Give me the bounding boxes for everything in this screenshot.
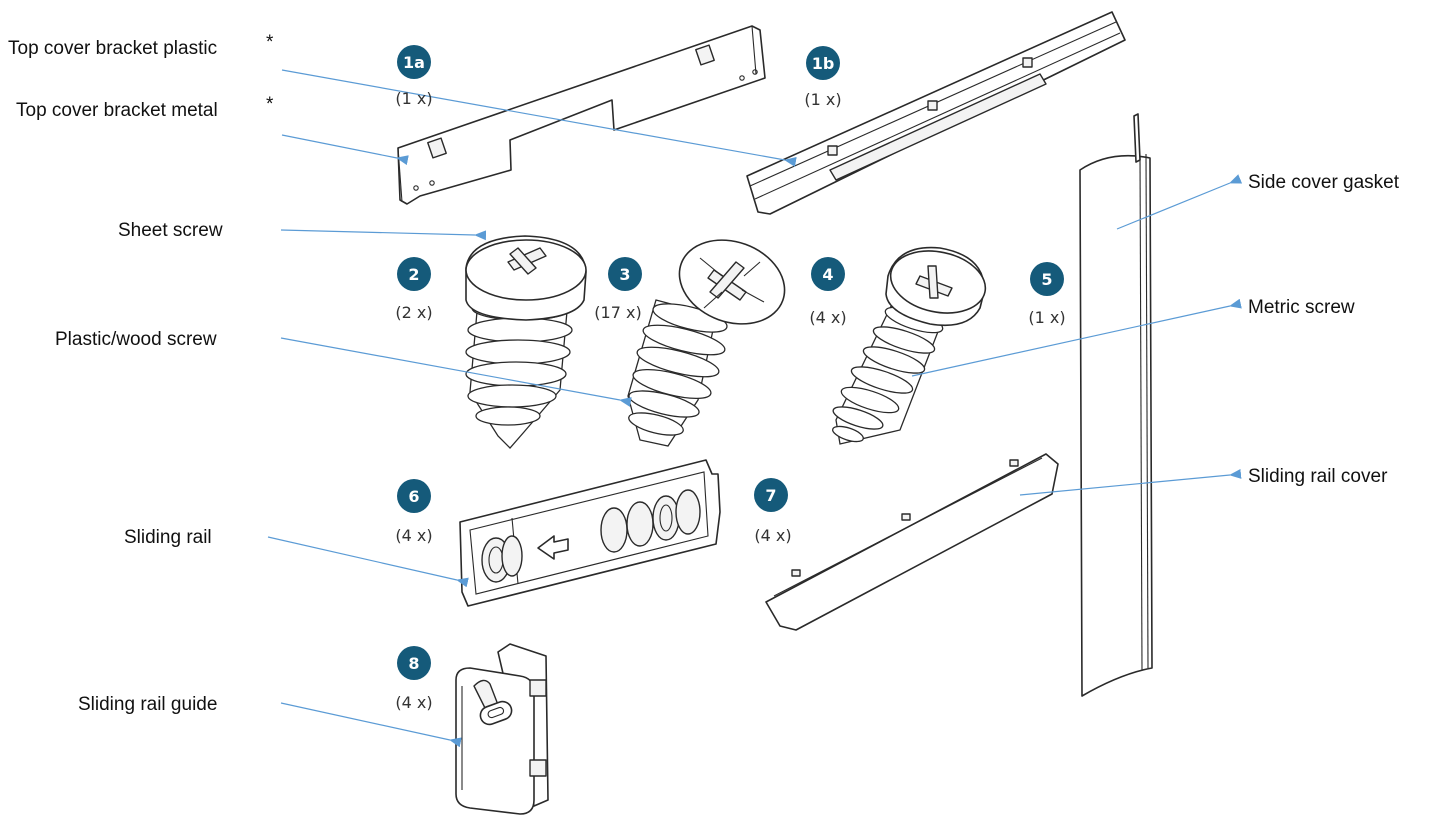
badge-4-qty: (4 x) xyxy=(809,308,846,327)
label-side-cover-gasket: Side cover gasket xyxy=(1248,172,1400,193)
badge-7-circle xyxy=(754,478,788,512)
badge-1a-circle xyxy=(397,45,431,79)
part-badges: 1a (1 x) 1b (1 x) 2 (2 x) 3 (17 x) 4 (4 … xyxy=(395,45,1066,712)
leader-plastic-wood-screw xyxy=(280,337,632,407)
label-top-cover-bracket-plastic: Top cover bracket plastic xyxy=(8,38,217,59)
badge-1a-number: 1a xyxy=(403,53,425,72)
badge-6-circle xyxy=(397,479,431,513)
badge-8-qty: (4 x) xyxy=(395,693,432,712)
badge-3-circle xyxy=(608,257,642,291)
badge-1b: 1b (1 x) xyxy=(804,46,842,109)
part-5-side-cover-gasket xyxy=(1079,113,1153,697)
badge-3-number: 3 xyxy=(619,265,630,284)
badge-5: 5 (1 x) xyxy=(1028,262,1066,327)
badge-1b-circle xyxy=(806,46,840,80)
badge-5-qty: (1 x) xyxy=(1028,308,1065,327)
leader-metric-screw xyxy=(911,298,1242,377)
badge-2-circle xyxy=(397,257,431,291)
asterisk-metal: * xyxy=(266,94,274,115)
badge-7-qty: (4 x) xyxy=(754,526,791,545)
part-3-plastic-wood-screw xyxy=(627,239,786,447)
badge-8-circle xyxy=(397,646,431,680)
leader-side-cover-gasket xyxy=(1116,174,1243,230)
badge-6-qty: (4 x) xyxy=(395,526,432,545)
badge-6-number: 6 xyxy=(408,487,419,506)
part-6-sliding-rail xyxy=(459,459,721,607)
label-sliding-rail-guide: Sliding rail guide xyxy=(78,694,217,715)
badge-2-qty: (2 x) xyxy=(395,303,432,322)
badge-5-circle xyxy=(1030,262,1064,296)
badge-1b-number: 1b xyxy=(812,54,835,73)
badge-8-number: 8 xyxy=(408,654,419,673)
badge-1a-qty: (1 x) xyxy=(395,89,432,108)
badge-4-circle xyxy=(811,257,845,291)
leader-lines xyxy=(267,69,1243,748)
label-sliding-rail-cover: Sliding rail cover xyxy=(1248,466,1388,487)
badge-4-number: 4 xyxy=(822,265,833,284)
leader-sliding-rail-cover xyxy=(1019,468,1242,496)
badge-3: 3 (17 x) xyxy=(594,257,642,322)
badge-7: 7 (4 x) xyxy=(754,478,792,545)
asterisk-plastic: * xyxy=(266,32,274,53)
labels: Top cover bracket plastic * Top cover br… xyxy=(8,32,1400,715)
leader-sliding-rail xyxy=(267,536,469,588)
part-8-sliding-rail-guide xyxy=(455,643,549,815)
part-2-sheet-screw xyxy=(465,235,587,449)
badge-8: 8 (4 x) xyxy=(395,646,433,712)
badge-1b-qty: (1 x) xyxy=(804,90,841,109)
part-1a-top-cover-bracket-metal xyxy=(397,25,766,205)
badge-2: 2 (2 x) xyxy=(395,257,433,322)
label-sliding-rail: Sliding rail xyxy=(124,527,212,548)
badge-5-number: 5 xyxy=(1041,270,1052,289)
part-1b-top-cover-bracket-plastic xyxy=(746,11,1126,215)
label-sheet-screw: Sheet screw xyxy=(118,220,223,241)
badge-1a: 1a (1 x) xyxy=(395,45,433,108)
badge-7-number: 7 xyxy=(765,486,776,505)
badge-3-qty: (17 x) xyxy=(594,303,641,322)
part-4-metric-screw xyxy=(832,246,987,445)
badge-2-number: 2 xyxy=(408,265,419,284)
label-top-cover-bracket-metal: Top cover bracket metal xyxy=(16,100,218,121)
leader-top-cover-bracket-plastic xyxy=(281,69,797,167)
leader-top-cover-bracket-metal xyxy=(281,134,409,166)
label-plastic-wood-screw: Plastic/wood screw xyxy=(55,329,217,350)
badge-6: 6 (4 x) xyxy=(395,479,433,545)
part-7-sliding-rail-cover xyxy=(765,453,1059,631)
leader-sliding-rail-guide xyxy=(280,702,462,748)
leader-sheet-screw xyxy=(280,229,487,241)
label-metric-screw: Metric screw xyxy=(1248,297,1355,318)
badge-4: 4 (4 x) xyxy=(809,257,847,327)
